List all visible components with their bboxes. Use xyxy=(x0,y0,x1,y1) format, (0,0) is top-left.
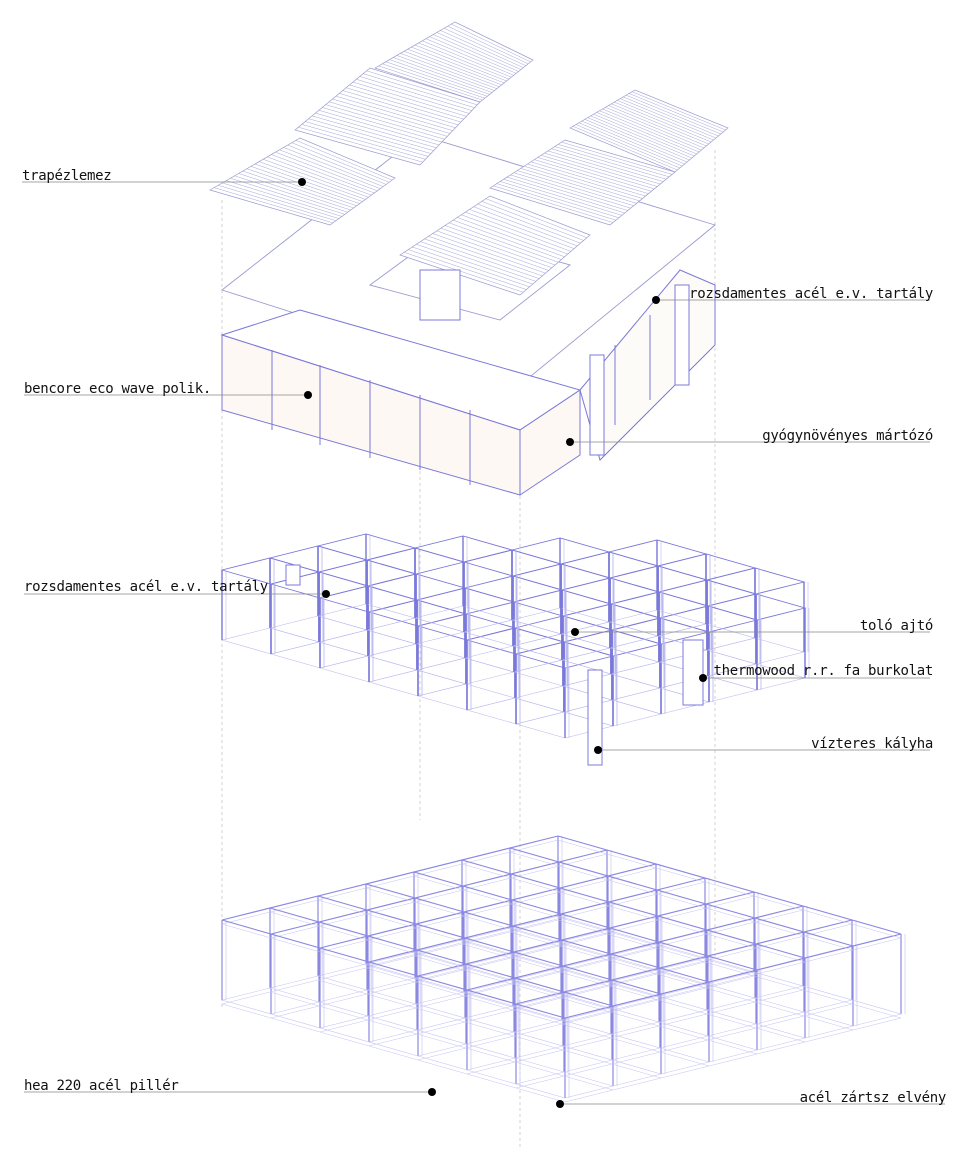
roof-sheet-panel xyxy=(374,21,534,103)
label-sliding-door: toló ajtó xyxy=(859,618,933,634)
roof-sheet-panel xyxy=(294,67,481,166)
label-tank-top: rozsdamentes acél e.v. tartály xyxy=(689,286,933,302)
label-herb-bath: gyógynövényes mártózó xyxy=(762,428,933,444)
label-stove: vízteres kályha xyxy=(811,736,933,752)
label-thermowood: thermowood r.r. fa burkolat xyxy=(713,663,934,679)
dot-roof-sheet xyxy=(298,178,306,186)
roof-sheets xyxy=(209,21,729,296)
envelope-level xyxy=(220,269,716,496)
dot-tank-mid xyxy=(322,590,330,598)
label-beam: acél zártsz elvény xyxy=(799,1090,947,1106)
label-column: hea 220 acél pillér xyxy=(24,1078,179,1094)
dot-stove xyxy=(594,746,602,754)
leader-dots xyxy=(298,178,707,1108)
dot-thermowood xyxy=(699,674,707,682)
dot-column xyxy=(428,1088,436,1096)
dot-sliding-door xyxy=(571,628,579,636)
dot-beam xyxy=(556,1100,564,1108)
label-tank-mid: rozsdamentes acél e.v. tartály xyxy=(24,579,268,595)
leaders xyxy=(22,181,945,1105)
dot-herb-bath xyxy=(566,438,574,446)
dot-tank-top xyxy=(652,296,660,304)
label-roof-sheet: trapézlemez xyxy=(22,168,112,184)
structural-grid-level xyxy=(221,835,906,1103)
roof-sheet-panel xyxy=(489,139,676,226)
wall-frame-level xyxy=(220,533,810,766)
label-polycarbonate: bencore eco wave polik. xyxy=(24,381,211,397)
dot-polycarbonate xyxy=(304,391,312,399)
